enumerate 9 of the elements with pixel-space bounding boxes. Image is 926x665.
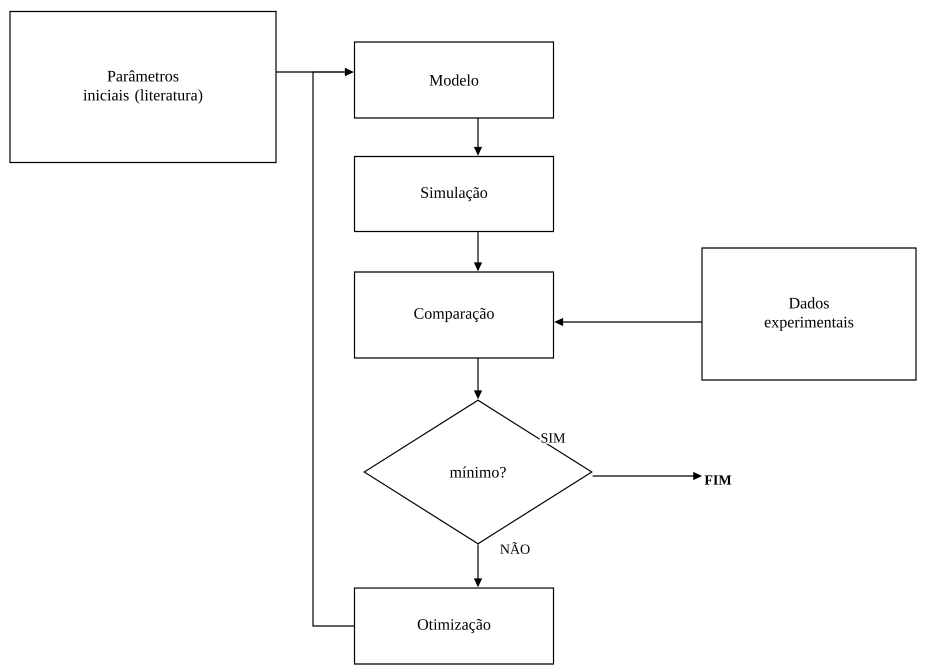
process-box: Otimização (354, 587, 554, 665)
process-box: Simulação (354, 156, 554, 232)
end-label: FIM (704, 475, 732, 485)
process-box: Dados experimentais (701, 247, 917, 381)
process-box: Parâmetros iniciais (literatura) (9, 10, 277, 164)
edge-label: SIM (540, 432, 566, 444)
arrow (312, 68, 354, 627)
process-box: Comparação (354, 271, 554, 359)
process-box: Modelo (354, 41, 554, 119)
